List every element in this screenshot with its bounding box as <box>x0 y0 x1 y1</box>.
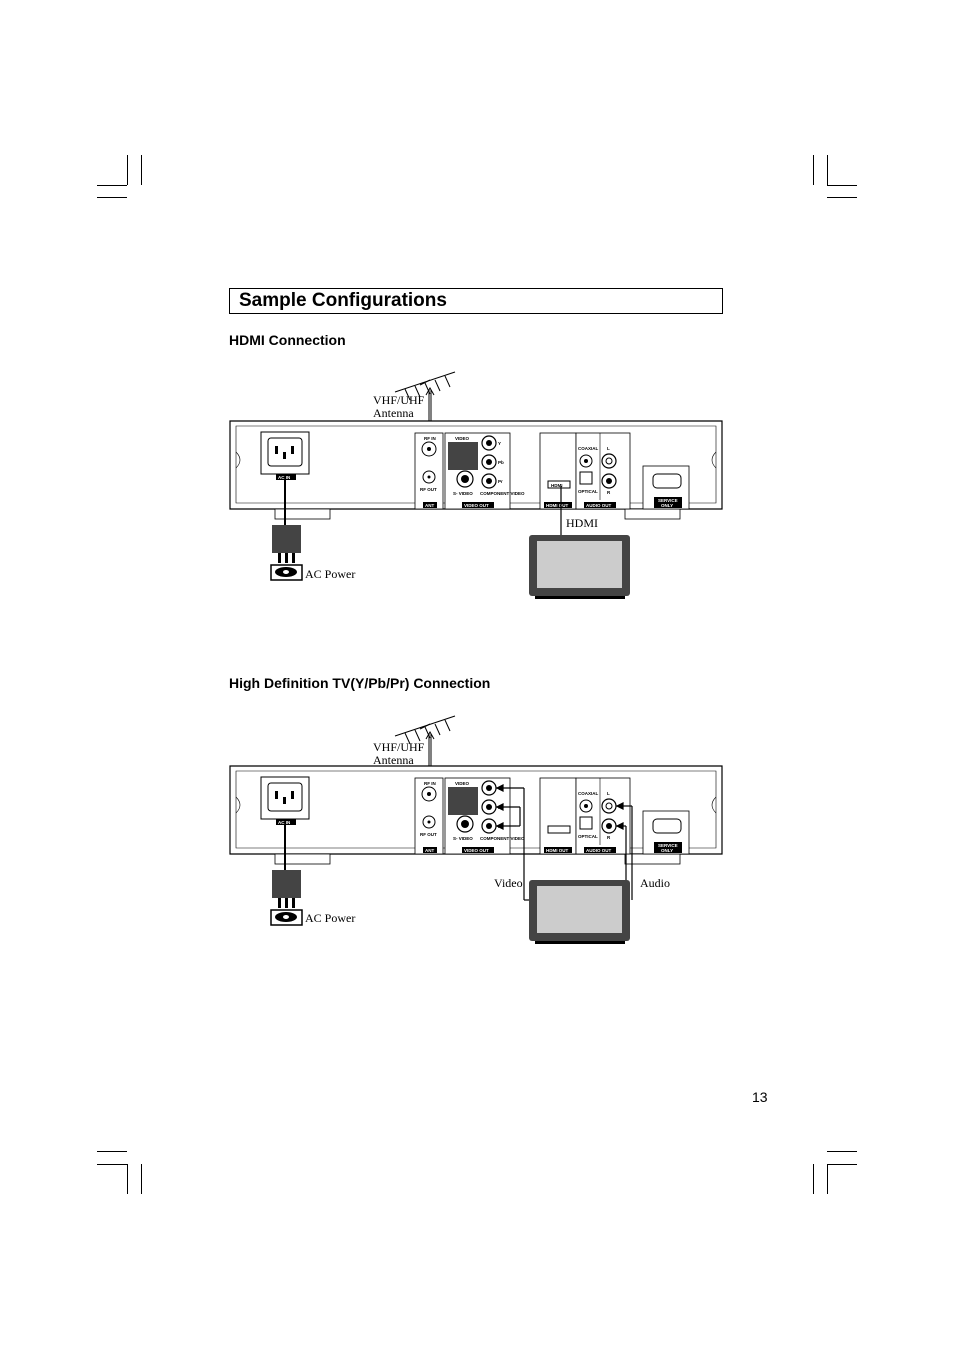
dvd-player-rear-panel: AC IN RF IN RF OUT ANT VIDEO S- VIDEO Y … <box>229 765 723 865</box>
component-video-label: COMPONENT VIDEO <box>480 491 525 496</box>
service-label-2: ONLY <box>661 848 673 853</box>
hdmi-port-label: HDMI <box>551 483 563 488</box>
power-plug-icon <box>270 480 303 581</box>
optical-label: OPTICAL <box>578 834 598 839</box>
audio-out-label: AUDIO OUT <box>586 503 612 508</box>
ac-in-label: AC IN <box>278 475 290 480</box>
tv-icon <box>529 880 630 944</box>
l-label: L <box>607 791 610 796</box>
optical-label: OPTICAL <box>578 489 598 494</box>
component-video-label: COMPONENT VIDEO <box>480 836 525 841</box>
audio-out-label: AUDIO OUT <box>586 848 612 853</box>
hdmi-out-label: HDMI OUT <box>546 848 568 853</box>
rf-in-label: RF IN <box>424 781 436 786</box>
antenna-icon <box>394 715 456 785</box>
hdmi-connection-heading: HDMI Connection <box>229 332 346 348</box>
antenna-label-line2: Antenna <box>373 406 414 420</box>
l-label: L <box>607 446 610 451</box>
page-title: Sample Configurations <box>239 290 447 311</box>
video-jack-label: VIDEO <box>455 436 470 441</box>
video-out-label: VIDEO OUT <box>464 848 489 853</box>
video-out-label: VIDEO OUT <box>464 503 489 508</box>
video-cable-label: Video <box>494 876 523 890</box>
service-label-2: ONLY <box>661 503 673 508</box>
r-label: R <box>607 835 611 840</box>
coaxial-label: COAXIAL <box>578 446 599 451</box>
pr-label: Pr <box>498 479 503 484</box>
coaxial-label: COAXIAL <box>578 791 599 796</box>
hdtv-connection-diagram: VHF/UHF Antenna AC IN RF IN RF OUT ANT V… <box>229 715 723 944</box>
antenna-label-line1: VHF/UHF <box>373 393 425 407</box>
hdmi-connection-diagram: VHF/UHF Antenna AC IN RF IN RF OUT ANT V… <box>229 371 723 599</box>
service-label-1: SERVICE <box>658 843 678 848</box>
hdmi-out-label: HDMI OUT <box>546 503 568 508</box>
antenna-label-line1: VHF/UHF <box>373 740 425 754</box>
ac-in-label: AC IN <box>278 820 290 825</box>
antenna-label-line2: Antenna <box>373 753 414 767</box>
hdtv-connection-heading: High Definition TV(Y/Pb/Pr) Connection <box>229 675 491 691</box>
y-label: Y <box>498 441 501 446</box>
rf-out-label: RF OUT <box>420 487 437 492</box>
power-plug-icon <box>270 825 303 926</box>
s-video-label: S- VIDEO <box>453 491 473 496</box>
dvd-player-rear-panel: AC IN RF IN RF OUT ANT VIDEO S- VIDEO Y … <box>229 420 723 520</box>
rf-in-label: RF IN <box>424 436 436 441</box>
s-video-label: S- VIDEO <box>453 836 473 841</box>
page-number: 13 <box>752 1089 768 1105</box>
r-label: R <box>607 490 611 495</box>
audio-cable-label: Audio <box>640 876 670 890</box>
audio-cables <box>615 802 633 900</box>
hdmi-cable-label: HDMI <box>566 516 598 530</box>
tv-icon <box>529 535 630 599</box>
ac-power-label: AC Power <box>305 567 355 581</box>
video-jack-label: VIDEO <box>455 781 470 786</box>
ant-label: ANT <box>425 503 434 508</box>
page-title-box: Sample Configurations <box>229 288 723 314</box>
pb-label: Pb <box>498 460 504 465</box>
service-label-1: SERVICE <box>658 498 678 503</box>
ac-power-label: AC Power <box>305 911 355 925</box>
video-cables <box>495 784 530 901</box>
rf-out-label: RF OUT <box>420 832 437 837</box>
ant-label: ANT <box>425 848 434 853</box>
